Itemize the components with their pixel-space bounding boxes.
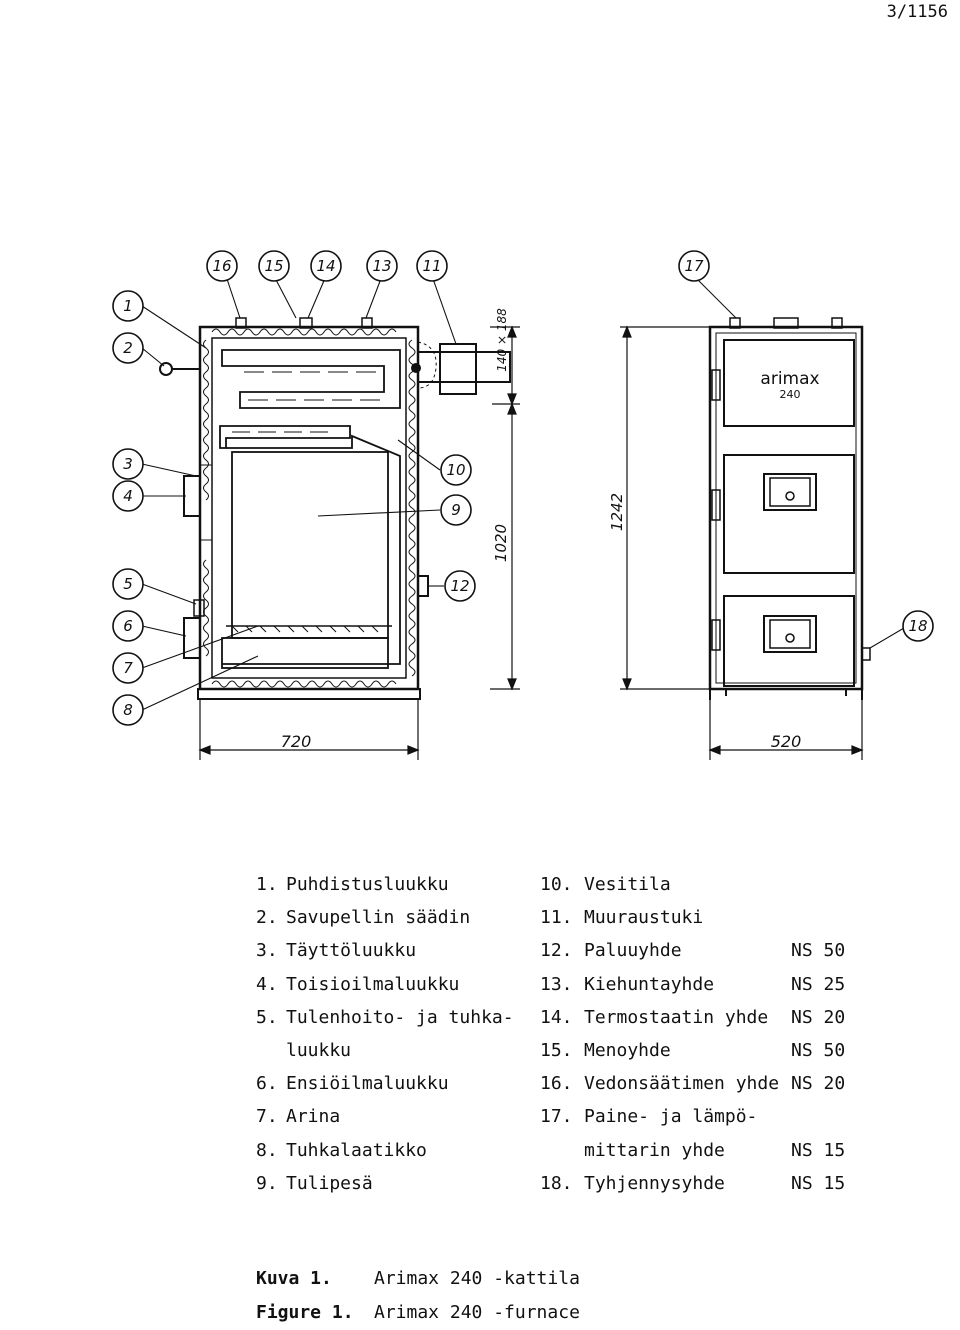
callout-4: 4 — [123, 487, 133, 505]
callout-1: 1 — [123, 297, 133, 315]
callout-13: 13 — [372, 257, 391, 275]
legend-item: 11.Muuraustuki — [540, 907, 704, 929]
callout-12: 12 — [450, 577, 469, 595]
legend-item: 7.Arina — [256, 1106, 341, 1128]
boiler-diagram: arimax 240 720 520 1020 1242 140 × 188 1… — [112, 250, 934, 760]
dim-height-body: 1020 — [492, 524, 510, 562]
svg-text:arimax: arimax — [760, 369, 819, 389]
dim-width-front: 520 — [771, 732, 802, 751]
callout-9: 9 — [451, 501, 461, 519]
arimax-logo: arimax 240 — [760, 369, 819, 401]
callout-15: 15 — [264, 257, 283, 275]
leader-lines — [141, 275, 905, 711]
legend-item: 9.Tulipesä — [256, 1172, 373, 1194]
side-section-view — [159, 317, 511, 700]
caption-fi-text: Arimax 240 -kattila — [374, 1268, 580, 1289]
callout-18: 18 — [908, 617, 927, 635]
dim-flue-size: 140 × 188 — [495, 308, 509, 372]
callout-6: 6 — [123, 617, 133, 635]
legend-item: 3.Täyttöluukku — [256, 940, 417, 962]
caption-en: Figure 1. Arimax 240 -furnace — [256, 1302, 580, 1323]
callout-circles — [112, 250, 934, 726]
legend-item: 8.Tuhkalaatikko — [256, 1139, 427, 1161]
callout-14: 14 — [316, 257, 335, 275]
dim-height-total: 1242 — [608, 493, 626, 531]
callout-11: 11 — [422, 257, 441, 275]
legend-item: 17.Paine- ja lämpö- — [540, 1106, 758, 1128]
front-view — [708, 317, 871, 700]
callout-5: 5 — [123, 575, 133, 593]
callout-3: 3 — [123, 455, 133, 473]
legend-item: 6.Ensiöilmaluukku — [256, 1073, 449, 1095]
callout-7: 7 — [123, 659, 133, 677]
legend-left: 1.Puhdistusluukku 2.Savupellin säädin 3.… — [256, 868, 526, 1200]
callout-17: 17 — [684, 257, 704, 275]
caption-en-label: Figure 1. — [256, 1302, 354, 1323]
callout-16: 16 — [212, 257, 231, 275]
dimension-lines — [198, 325, 864, 760]
caption-fi: Kuva 1. Arimax 240 -kattila — [256, 1268, 580, 1289]
legend-item: 5.Tulenhoito- ja tuhka- — [256, 1006, 514, 1028]
legend-item: 1.Puhdistusluukku — [256, 874, 449, 895]
legend-item: 4.Toisioilmaluukku — [256, 973, 460, 995]
caption-fi-label: Kuva 1. — [256, 1268, 332, 1289]
legend-item: 2.Savupellin säädin — [256, 907, 471, 929]
callout-8: 8 — [123, 701, 133, 719]
caption-en-text: Arimax 240 -furnace — [374, 1302, 580, 1323]
dim-width-side: 720 — [281, 732, 312, 751]
legend-item: luukku — [286, 1039, 352, 1061]
callout-10: 10 — [446, 461, 465, 479]
svg-text:240: 240 — [780, 388, 801, 401]
callout-2: 2 — [123, 339, 133, 357]
page-number: 3/1156 — [886, 2, 948, 22]
legend-item: 10.Vesitila — [540, 874, 671, 895]
